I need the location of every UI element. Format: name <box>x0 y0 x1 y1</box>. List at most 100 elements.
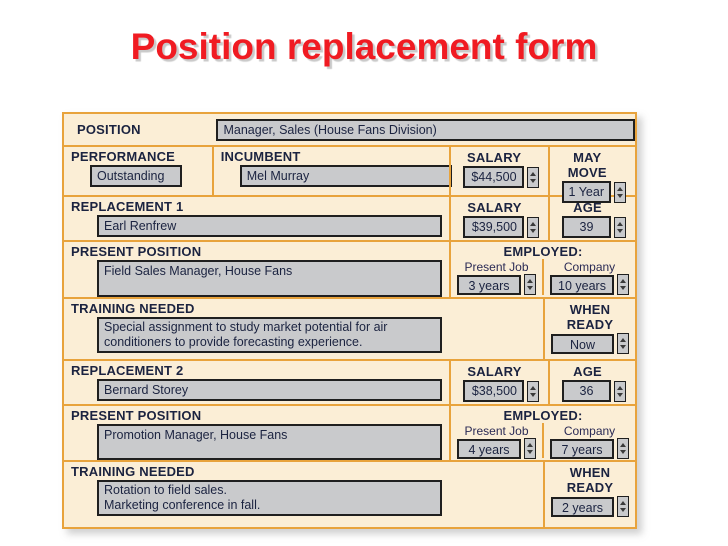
replacement2-salary-stepper[interactable] <box>527 380 539 402</box>
company2-stepper[interactable] <box>617 438 629 459</box>
stepper-up-icon[interactable] <box>530 221 536 226</box>
when-ready2-cell: WHEN READY 2 years <box>543 462 635 527</box>
company2-input[interactable]: 7 years <box>550 438 614 459</box>
replacement1-salary-stepper[interactable] <box>527 216 539 238</box>
performance-input[interactable]: Outstanding <box>90 165 182 187</box>
stepper-down-icon[interactable] <box>620 508 626 512</box>
present-position-label: PRESENT POSITION <box>71 244 202 259</box>
may-move-label: MAY MOVE <box>567 150 607 180</box>
company1-input[interactable]: 10 years <box>550 274 614 295</box>
replacement1-cell: REPLACEMENT 1 Earl Renfrew <box>64 197 449 240</box>
replacement1-label: REPLACEMENT 1 <box>71 199 184 214</box>
training2-cell: TRAINING NEEDED Rotation to field sales.… <box>64 462 543 527</box>
age-label: AGE <box>573 364 602 379</box>
present-position-label: PRESENT POSITION <box>71 408 202 423</box>
present-position1-input[interactable]: Field Sales Manager, House Fans <box>97 260 442 297</box>
present-job2-input[interactable]: 4 years <box>457 438 521 459</box>
incumbent-name-input[interactable]: Mel Murray <box>239 165 452 187</box>
position-input[interactable]: Manager, Sales (House Fans Division) <box>216 118 635 141</box>
when-ready-label: WHEN READY <box>566 465 614 495</box>
performance-label: PERFORMANCE <box>71 149 176 164</box>
stepper-up-icon[interactable] <box>617 186 623 191</box>
row-present-position-2: PRESENT POSITION Promotion Manager, Hous… <box>64 406 635 462</box>
replacement1-salary-input[interactable]: $39,500 <box>463 216 524 238</box>
incumbent-label: INCUMBENT <box>220 149 301 164</box>
when-ready2-input[interactable]: 2 years <box>551 496 614 517</box>
replacement2-label: REPLACEMENT 2 <box>71 363 184 378</box>
stepper-down-icon[interactable] <box>620 286 626 290</box>
stepper-up-icon[interactable] <box>617 221 623 226</box>
stepper-down-icon[interactable] <box>617 392 623 397</box>
present-job1-input[interactable]: 3 years <box>457 274 521 295</box>
performance-cell: PERFORMANCE Outstanding <box>64 147 212 195</box>
company-label: Company <box>563 260 616 274</box>
replacement1-age-input[interactable]: 39 <box>562 216 611 238</box>
incumbent-cell: INCUMBENT Mel Murray <box>211 147 452 195</box>
stepper-up-icon[interactable] <box>620 501 626 505</box>
present-position2-input[interactable]: Promotion Manager, House Fans <box>97 424 442 460</box>
when-ready1-cell: WHEN READY Now <box>543 299 635 359</box>
position-cell: POSITION Manager, Sales (House Fans Divi… <box>64 114 635 145</box>
employed1-cell: EMPLOYED: Present Job 3 years <box>449 242 635 297</box>
stepper-down-icon[interactable] <box>620 450 626 454</box>
present-position2-cell: PRESENT POSITION Promotion Manager, Hous… <box>64 406 449 460</box>
may-move-input[interactable]: 1 Year <box>561 181 611 203</box>
stepper-up-icon[interactable] <box>617 385 623 390</box>
page-title: Position replacement form <box>130 26 598 67</box>
when-ready1-stepper[interactable] <box>617 333 629 354</box>
position-label: POSITION <box>77 122 141 137</box>
replacement2-name-input[interactable]: Bernard Storey <box>97 379 442 401</box>
row-training-1: TRAINING NEEDED Special assignment to st… <box>64 299 635 361</box>
row-replacement-1: REPLACEMENT 1 Earl Renfrew SALARY $39,50… <box>64 197 635 242</box>
stepper-up-icon[interactable] <box>620 443 626 447</box>
replacement1-age-cell: AGE 39 <box>548 197 635 240</box>
stepper-down-icon[interactable] <box>620 345 626 349</box>
incumbent-salary-stepper[interactable] <box>526 166 539 188</box>
training-needed-label: TRAINING NEEDED <box>71 301 195 316</box>
company2-cell: Company 7 years <box>542 423 635 459</box>
company1-stepper[interactable] <box>617 274 629 295</box>
row-present-position-1: PRESENT POSITION Field Sales Manager, Ho… <box>64 242 635 299</box>
present-job2-cell: Present Job 4 years <box>451 423 542 459</box>
stepper-down-icon[interactable] <box>617 228 623 233</box>
stepper-up-icon[interactable] <box>527 443 533 447</box>
replacement2-cell: REPLACEMENT 2 Bernard Storey <box>64 361 449 404</box>
employed-label: EMPLOYED: <box>503 408 583 423</box>
replacement2-age-input[interactable]: 36 <box>562 380 611 402</box>
stepper-up-icon[interactable] <box>529 171 536 176</box>
position-replacement-form: POSITION Manager, Sales (House Fans Divi… <box>62 112 637 529</box>
row-replacement-2: REPLACEMENT 2 Bernard Storey SALARY $38,… <box>64 361 635 406</box>
stepper-down-icon[interactable] <box>527 286 533 290</box>
present-job-label: Present Job <box>464 260 529 274</box>
salary-label: SALARY <box>467 200 522 215</box>
present-job2-stepper[interactable] <box>524 438 536 459</box>
training2-input[interactable]: Rotation to field sales. Marketing confe… <box>97 480 442 516</box>
present-position1-cell: PRESENT POSITION Field Sales Manager, Ho… <box>64 242 449 297</box>
when-ready2-stepper[interactable] <box>617 496 629 517</box>
replacement1-name-input[interactable]: Earl Renfrew <box>97 215 442 237</box>
stepper-down-icon[interactable] <box>530 228 536 233</box>
when-ready1-input[interactable]: Now <box>551 333 614 354</box>
stepper-up-icon[interactable] <box>527 279 533 283</box>
training1-cell: TRAINING NEEDED Special assignment to st… <box>64 299 543 359</box>
row-training-2: TRAINING NEEDED Rotation to field sales.… <box>64 462 635 527</box>
training1-input[interactable]: Special assignment to study market poten… <box>97 317 442 353</box>
company1-cell: Company 10 years <box>542 259 635 295</box>
incumbent-salary-input[interactable]: $44,500 <box>462 166 524 188</box>
replacement1-age-stepper[interactable] <box>614 216 626 238</box>
row-position: POSITION Manager, Sales (House Fans Divi… <box>64 114 635 147</box>
stepper-down-icon[interactable] <box>529 178 536 183</box>
replacement2-salary-cell: SALARY $38,500 <box>449 361 548 404</box>
may-move-stepper[interactable] <box>614 181 626 203</box>
stepper-up-icon[interactable] <box>530 385 536 390</box>
stepper-up-icon[interactable] <box>620 279 626 283</box>
stepper-down-icon[interactable] <box>527 450 533 454</box>
stepper-up-icon[interactable] <box>620 338 626 342</box>
stepper-down-icon[interactable] <box>617 193 623 198</box>
stepper-down-icon[interactable] <box>530 392 536 397</box>
may-move-cell: MAY MOVE 1 Year <box>547 147 635 203</box>
present-job1-stepper[interactable] <box>524 274 536 295</box>
replacement2-salary-input[interactable]: $38,500 <box>463 380 524 402</box>
replacement2-age-stepper[interactable] <box>614 380 626 402</box>
